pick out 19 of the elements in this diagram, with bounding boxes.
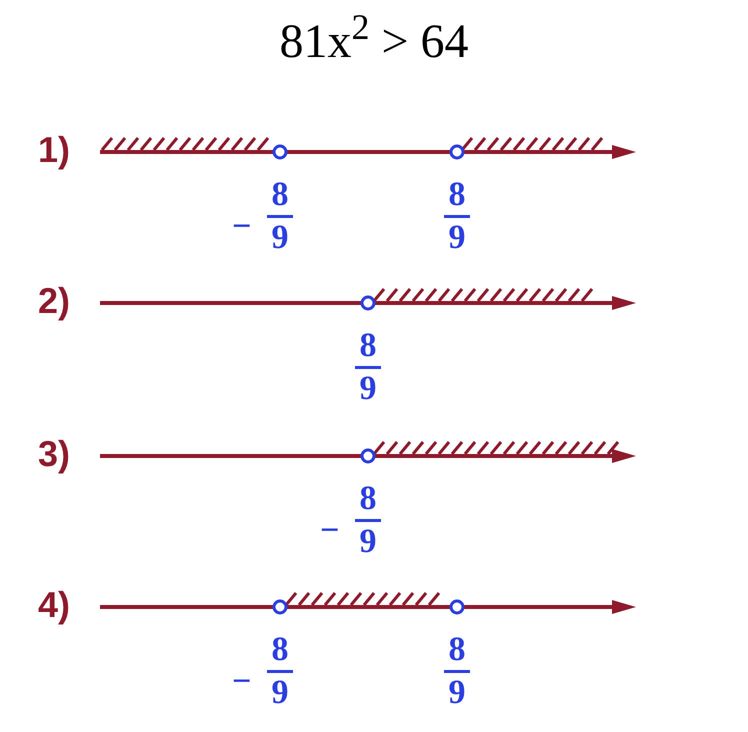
minus-sign: −	[232, 665, 252, 699]
minus-sign: −	[320, 514, 340, 548]
denominator: 9	[360, 525, 376, 559]
option-number: 2)	[38, 283, 70, 319]
numerator: 8	[272, 633, 288, 667]
denominator: 9	[272, 676, 288, 710]
option-number: 1)	[38, 132, 70, 168]
minus-sign: −	[232, 210, 252, 244]
denominator: 9	[448, 676, 466, 710]
numerator: 8	[360, 329, 376, 363]
numerator: 8	[360, 482, 376, 516]
numerator: 8	[272, 178, 288, 212]
option-number: 4)	[38, 587, 70, 623]
denominator: 9	[448, 221, 466, 255]
denominator: 9	[360, 372, 376, 406]
numerator: 8	[448, 633, 466, 667]
numerator: 8	[448, 178, 466, 212]
denominator: 9	[272, 221, 288, 255]
option-number: 3)	[38, 436, 70, 472]
